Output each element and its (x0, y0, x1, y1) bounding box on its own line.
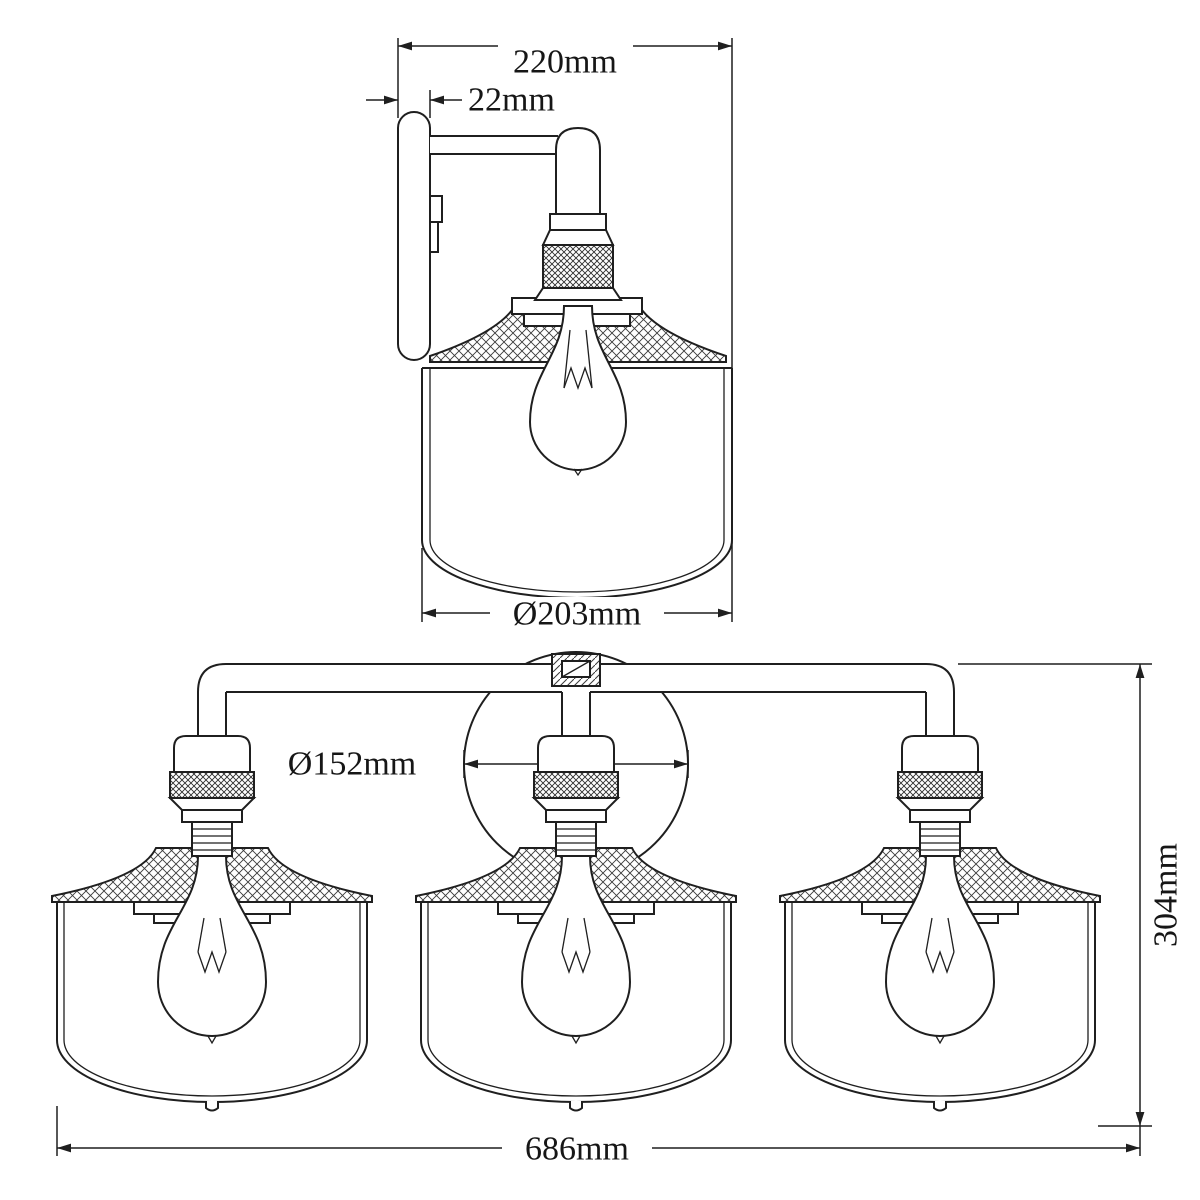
lamp-stem (555, 126, 601, 217)
front-view: Ø152mm 304mm (51, 651, 1185, 1168)
socket-assembly (533, 213, 623, 301)
lamp-right (779, 735, 1101, 1112)
wall-plate (397, 111, 431, 361)
mounting-bracket (429, 221, 439, 253)
mounting-bracket (429, 195, 443, 223)
socket-ring (549, 213, 607, 231)
dim-label-backplate-diameter: Ø152mm (288, 746, 416, 783)
mounting-block (551, 653, 601, 687)
lamp-left (51, 735, 373, 1112)
mounting-arm (430, 135, 558, 155)
side-view: 220mm 22mm Ø203mm (366, 38, 733, 633)
dim-label-fixture-height: 304mm (1148, 843, 1185, 947)
filament (563, 329, 593, 477)
socket-knurl (542, 244, 614, 289)
lamp-center (415, 735, 737, 1112)
dimension-backplate-22 (366, 90, 462, 118)
dimension-height-304 (958, 663, 1152, 1156)
socket-skirt (533, 287, 623, 301)
dim-label-side-width: 220mm (513, 44, 617, 81)
dim-label-backplate-depth: 22mm (468, 82, 555, 119)
dim-label-fixture-width: 686mm (525, 1131, 629, 1168)
socket-flare (541, 229, 615, 246)
dim-label-shade-diameter: Ø203mm (513, 596, 641, 633)
